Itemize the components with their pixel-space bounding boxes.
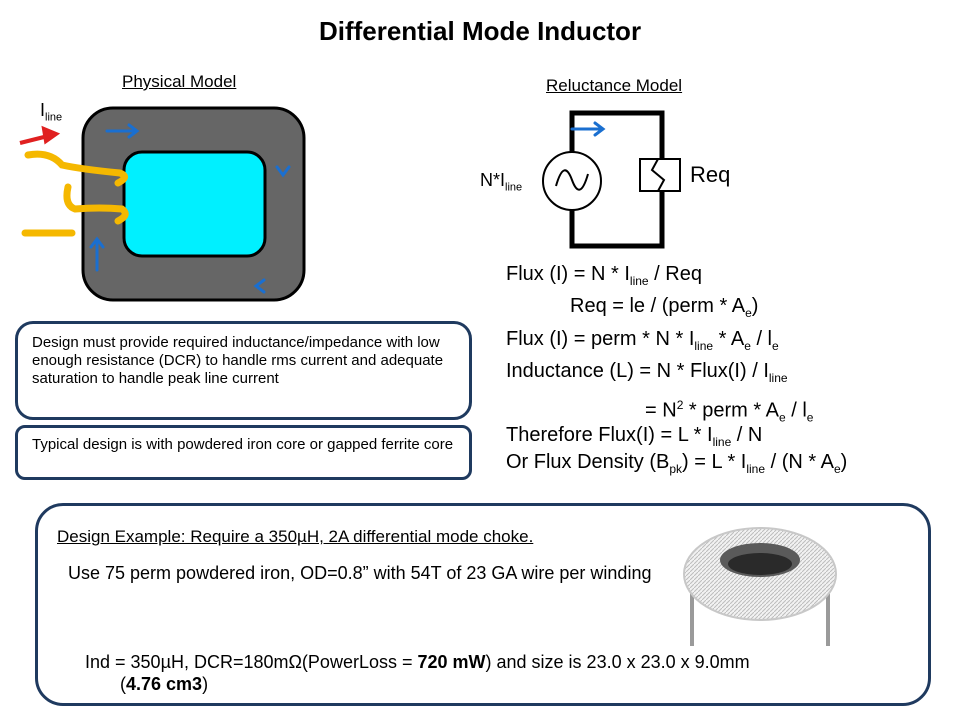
circuit-wire-bottom (569, 192, 665, 249)
equation-flux-perm: Flux (I) = perm * N * Iline * Ae / le (506, 328, 779, 353)
equation-flux-density: Or Flux Density (Bpk) = L * Iline / (N *… (506, 451, 848, 476)
core-window (122, 150, 267, 258)
physical-model-diagram (19, 106, 306, 302)
typical-note-box: Typical design is with powdered iron cor… (15, 425, 472, 480)
physical-model-label: Physical Model (122, 72, 237, 91)
circuit-wire-top (569, 110, 665, 158)
winding (21, 150, 129, 237)
page-title: Differential Mode Inductor (318, 16, 642, 46)
typical-note-text: Typical design is with powdered iron cor… (32, 436, 454, 453)
flux-arrow (570, 121, 606, 137)
reluctance-circuit (542, 110, 681, 249)
example-heading: Design Example: Require a 350µH, 2A diff… (57, 527, 534, 546)
equation-flux: Flux (I) = N * Iline / Req (506, 263, 702, 288)
example-volume: (4.76 cm3) (120, 674, 209, 694)
equation-inductance-expanded: = N2 * perm * Ae / le (645, 398, 814, 425)
resistor-label: Req (690, 162, 731, 187)
equation-req: Req = le / (perm * Ae) (570, 295, 759, 320)
reluctance-model-label: Reluctance Model (546, 76, 683, 95)
example-result: Ind = 350µH, DCR=180mΩ(PowerLoss = 720 m… (85, 652, 750, 672)
current-label: Iline (40, 100, 63, 124)
design-note-text: Design must provide required inductance/… (32, 334, 444, 387)
toroid-inductor-image (683, 527, 837, 646)
source-label: N*Iline (480, 170, 523, 194)
example-spec: Use 75 perm powdered iron, OD=0.8” with … (68, 563, 652, 583)
red-current-arrow (19, 125, 61, 145)
design-note-box: Design must provide required inductance/… (15, 321, 472, 420)
equation-therefore: Therefore Flux(I) = L * Iline / N (506, 424, 763, 449)
equation-inductance: Inductance (L) = N * Flux(I) / Iline (506, 360, 788, 385)
flux-arrows (89, 123, 291, 294)
